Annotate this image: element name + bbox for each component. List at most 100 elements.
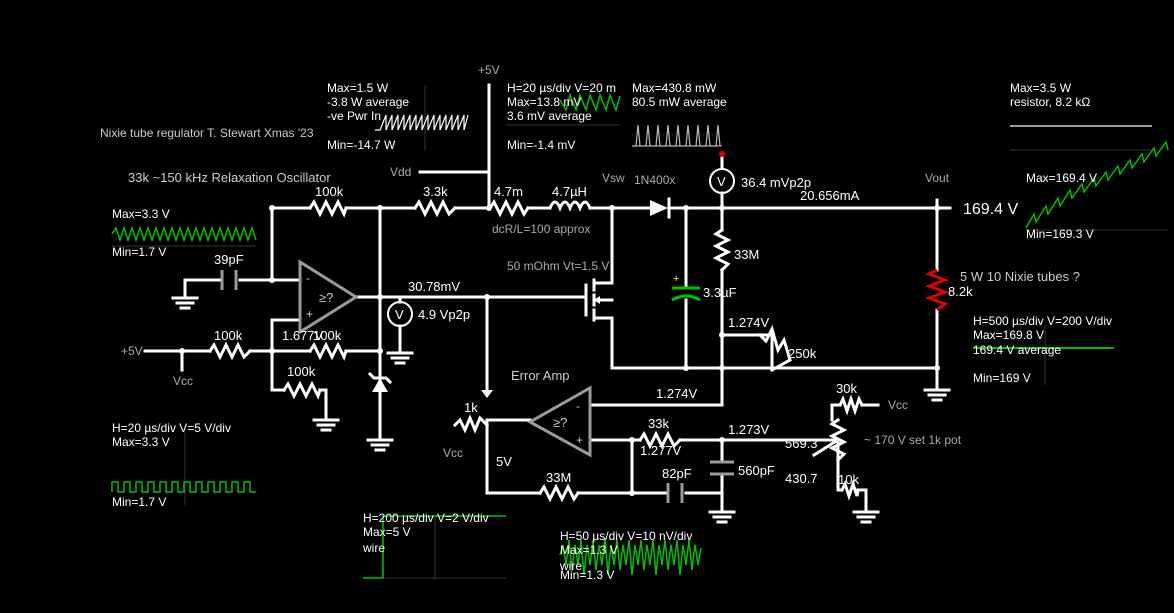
svg-text:resistor, 8.2 kΩ: resistor, 8.2 kΩ (1010, 95, 1090, 109)
resistor-10k (839, 479, 860, 501)
svg-text:+: + (576, 433, 583, 447)
svg-text:V: V (395, 307, 404, 322)
capacitor-3-3uf: + (671, 273, 701, 302)
svg-text:Min=169.3 V: Min=169.3 V (1026, 227, 1094, 241)
node-5v: 5V (496, 454, 512, 469)
rail-vcc-pot: Vcc (888, 398, 908, 412)
label-1n400x: 1N400x (634, 173, 675, 187)
junctions (179, 205, 940, 496)
resistor-33k (637, 430, 683, 450)
svg-text:-: - (576, 399, 580, 413)
voltmeter-left: V (387, 295, 413, 355)
svg-text:-ve Pwr In: -ve Pwr In (327, 109, 381, 123)
svg-text:wire: wire (362, 541, 385, 555)
scope-wire-b[interactable]: H=50 µs/div V=10 nV/div Max=1.3 V wire M… (559, 529, 702, 582)
svg-text:Max=169.8 V: Max=169.8 V (973, 328, 1044, 342)
svg-text:V: V (717, 174, 726, 189)
capacitor-39pf (220, 270, 238, 290)
inductor-4-7uh (548, 200, 592, 212)
zener-diode (367, 371, 393, 392)
svg-text:H=20 µs/div V=5 V/div: H=20 µs/div V=5 V/div (112, 421, 231, 435)
svg-text:169.4 V average: 169.4 V average (973, 343, 1061, 357)
svg-text:3.6 mV average: 3.6 mV average (507, 109, 592, 123)
scope-power-in[interactable]: Max=1.5 W -3.8 W average -ve Pwr In Min=… (327, 81, 469, 152)
label-33m-bot: 33M (546, 470, 571, 485)
oscillator-title: 33k ~150 kHz Relaxation Oscillator (128, 170, 331, 185)
label-3-3uf: 3.3µF (703, 285, 737, 300)
vout-value: 169.4 V (963, 201, 1018, 218)
node-1-277v: 1.277V (640, 443, 682, 458)
title: Nixie tube regulator T. Stewart Xmas '23 (100, 126, 314, 140)
label-4-7uh: 4.7µH (552, 184, 587, 199)
mosfet (578, 278, 614, 322)
label-560pf: 560pF (738, 463, 775, 478)
current-label: 20.656mA (800, 188, 860, 203)
resistors (207, 198, 950, 503)
scope-inductor[interactable]: H=20 µs/div V=20 m Max=13.8 mV 3.6 mV av… (506, 81, 621, 152)
scope-vout-ripple[interactable]: Max=169.4 V Min=169.3 V (1025, 140, 1169, 241)
svg-text:Min=1.7 V: Min=1.7 V (112, 495, 166, 509)
scope-oscillator[interactable]: Max=3.3 V Min=1.7 V (111, 207, 257, 259)
label-33k: 33k (648, 416, 669, 431)
meter-left-reading: 4.9 Vp2p (418, 307, 470, 322)
comparator: - + (298, 259, 359, 335)
resistor-33m-bot (537, 483, 581, 503)
resistor-100k-top (307, 198, 348, 218)
scope-resistor-power[interactable]: Max=3.5 W resistor, 8.2 kΩ (1010, 81, 1152, 151)
resistor-1k (452, 414, 490, 434)
node-vsw: Vsw (602, 171, 625, 185)
svg-text:Max=430.8 mW: Max=430.8 mW (632, 81, 717, 95)
label-33m-top: 33M (734, 247, 759, 262)
node-1-677v: 1.677V (282, 328, 324, 343)
label-10k: 10k (838, 472, 859, 487)
svg-text:-3.8 W average: -3.8 W average (327, 95, 409, 109)
resistor-4-7m (487, 198, 531, 218)
diode-1n400x (650, 197, 671, 219)
resistor-33m-top (712, 227, 732, 273)
grounds (171, 296, 951, 524)
load-note: 5 W 10 Nixie tubes ? (960, 269, 1080, 284)
label-100k-a: 100k (214, 328, 243, 343)
label-1k: 1k (464, 400, 478, 415)
rail-vcc-bottom: Vcc (443, 446, 463, 460)
svg-text:Max=3.3 V: Max=3.3 V (112, 435, 170, 449)
pot-wiper (811, 437, 841, 458)
rail-vdd: Vdd (390, 165, 411, 179)
label-4-7m: 4.7m (494, 184, 523, 199)
error-amp: - + (526, 385, 592, 458)
rail-vcc-left: Vcc (173, 374, 193, 388)
capacitor-82pf (666, 483, 684, 503)
svg-text:Min=-14.7 W: Min=-14.7 W (327, 138, 396, 152)
node-1-274v-b: 1.274V (656, 386, 698, 401)
svg-text:80.5 mW average: 80.5 mW average (632, 95, 727, 109)
scope-vout-long[interactable]: H=500 µs/div V=200 V/div Max=169.8 V 169… (973, 314, 1114, 385)
comparator-symbol: ≥? (319, 290, 333, 305)
label-30k: 30k (836, 381, 857, 396)
svg-text:-: - (306, 271, 310, 285)
node-1-273v: 1.273V (728, 422, 770, 437)
scope-diode-power[interactable]: Max=430.8 mW 80.5 mW average (632, 81, 727, 147)
svg-text:Max=1.3 V: Max=1.3 V (560, 543, 618, 557)
resistor-100k-b (307, 341, 348, 361)
resistor-30k (837, 394, 865, 416)
svg-text:Min=169 V: Min=169 V (973, 371, 1031, 385)
wires (143, 83, 952, 514)
svg-text:Min=1.7 V: Min=1.7 V (112, 245, 166, 259)
scope-square[interactable]: H=20 µs/div V=5 V/div Max=3.3 V Min=1.7 … (111, 421, 256, 509)
label-39pf: 39pF (214, 252, 244, 267)
label-mosfet: 50 mOhm Vt=1.5 V (507, 259, 609, 273)
scope-wire-a[interactable]: H=200 µs/div V=2 V/div Max=5 V wire (362, 511, 506, 580)
label-250k: 250k (788, 346, 817, 361)
pot-note: ~ 170 V set 1k pot (864, 433, 962, 447)
label-pot-a: 569.3 (785, 436, 818, 451)
node-1-274v-a: 1.274V (728, 315, 770, 330)
inductor-note: dcR/L=100 approx (492, 222, 590, 236)
voltmeter-top: V (709, 151, 735, 210)
svg-text:+: + (673, 273, 679, 285)
resistor-8-2k (924, 268, 950, 312)
svg-text:Min=-1.4 mV: Min=-1.4 mV (507, 138, 575, 152)
resistor-3-3k (412, 198, 458, 218)
svg-text:H=50 µs/div V=10 nV/div: H=50 µs/div V=10 nV/div (560, 529, 692, 543)
svg-text:H=200 µs/div V=2 V/div: H=200 µs/div V=2 V/div (363, 511, 489, 525)
